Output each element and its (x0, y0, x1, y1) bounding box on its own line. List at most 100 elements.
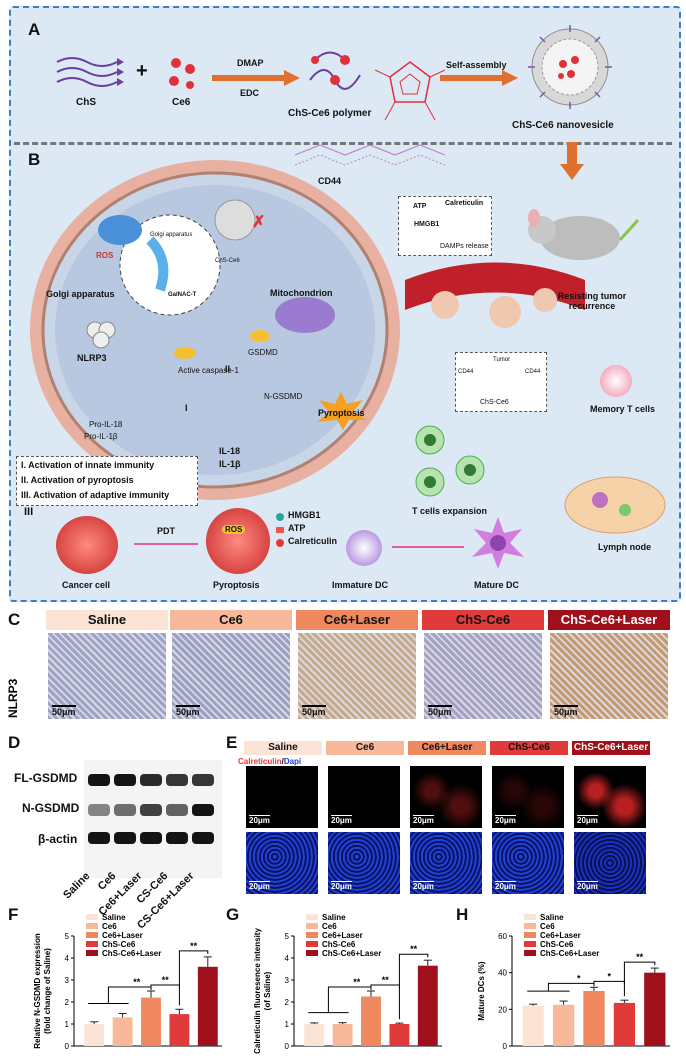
legend-label: ChS-Ce6 (322, 940, 356, 949)
significance-bracket (88, 986, 152, 1004)
roman-ii-label: II (225, 364, 231, 374)
if-calreticulin-image-4: 20μm (574, 766, 646, 828)
ihc-scale-bar-2: 50μm (302, 705, 326, 717)
panel-label-f: F (8, 905, 19, 924)
ros-label: ROS (96, 251, 114, 260)
legend-iii: III. Activation of adaptive immunity (21, 490, 170, 500)
stain-legend: Calreticulin/Dapi (238, 757, 301, 766)
y-tick-label: 1 (285, 1020, 290, 1029)
mature-dc-label: Mature DC (474, 580, 520, 590)
legend-swatch (524, 923, 536, 929)
ihc-scale-bar-0: 50μm (52, 705, 76, 717)
significance-bracket (527, 982, 595, 992)
cd44-left-label: CD44 (458, 369, 474, 375)
legend-ii: II. Activation of pyroptosis (21, 475, 134, 485)
wb-row-n-gsdmd: N-GSDMD (22, 801, 80, 815)
bar-ce6-laser (361, 996, 381, 1046)
legend-label: Saline (102, 913, 126, 922)
chs-ce6-inner-label: ChS-Ce6 (215, 258, 240, 264)
legend-swatch (524, 950, 536, 956)
legend-swatch (306, 914, 318, 920)
wb-band (192, 804, 214, 816)
ros-cell-label: ROS (222, 525, 246, 534)
wb-band (192, 832, 214, 844)
if-dapi-image-2: 20μm (410, 832, 482, 894)
golgi-label: Golgi apparatus (46, 289, 115, 299)
mouse-illustration (528, 209, 640, 260)
wb-row-actin: β-actin (38, 832, 78, 846)
panel-label-h: H (456, 905, 469, 924)
if-scale-bar-top-0: 20μm (249, 815, 270, 825)
bar-ce6-laser (141, 997, 161, 1046)
immature-dc-label: Immature DC (332, 580, 389, 590)
tumor-inset (455, 352, 547, 412)
significance-mark: ** (353, 977, 361, 987)
chs-structure-icon (294, 144, 446, 166)
y-tick-label: 3 (65, 976, 70, 985)
panel-label-b: B (28, 150, 41, 169)
legend-swatch (524, 941, 536, 947)
significance-bracket (150, 984, 180, 988)
wb-band (88, 804, 110, 816)
y-tick-label: 0 (285, 1042, 290, 1051)
wb-band (140, 774, 162, 786)
wb-band (140, 804, 162, 816)
significance-mark: ** (133, 977, 141, 987)
y-tick-label: 2 (285, 998, 290, 1007)
cancer-cell-icon (56, 516, 118, 574)
stain-sep: / (281, 757, 284, 766)
cd44-label: CD44 (318, 176, 342, 186)
wb-band (166, 774, 188, 786)
y-tick-label: 20 (498, 1005, 507, 1014)
polymer-icon (309, 51, 361, 90)
y-tick-label: 40 (498, 969, 507, 978)
cancer-cell-label: Cancer cell (62, 580, 111, 590)
significance-mark: ** (410, 944, 418, 954)
edc-label: EDC (240, 88, 260, 98)
bar-chart-h: 0204060****SalineCe6Ce6+LaserChS-Ce6ChS-… (477, 913, 670, 1051)
y-axis-label-line2: (of Saline) (263, 971, 272, 1010)
mature-dc-icon (472, 517, 524, 569)
pyroptosis-burst-icon (317, 392, 367, 430)
golgi-inner-label: Golgi apparatus (150, 232, 193, 238)
y-axis-label: Mature DCs (%) (477, 961, 486, 1020)
wb-band (166, 804, 188, 816)
legend-label: Ce6 (102, 922, 117, 931)
damps-hmgb1-label: HMGB1 (414, 221, 440, 228)
damps-inset (398, 196, 492, 256)
t-cells-icon (415, 425, 485, 497)
if-dapi-image-0: 20μm (246, 832, 318, 894)
legend-i: I. Activation of innate immunity (21, 460, 155, 470)
legend-label: ChS-Ce6+Laser (102, 949, 161, 958)
if-calreticulin-image-1: 20μm (328, 766, 400, 828)
wb-band (114, 832, 136, 844)
y-tick-label: 3 (285, 976, 290, 985)
ihc-image-1: 50μm (172, 633, 290, 719)
legend-swatch (86, 914, 98, 920)
legend-label: ChS-Ce6 (540, 940, 574, 949)
down-arrow-icon (560, 142, 584, 180)
ihc-image-2: 50μm (298, 633, 416, 719)
galnac-label: GalNAC-T (168, 292, 197, 298)
significance-bracket (593, 980, 625, 985)
bar-chs-ce6-laser (417, 965, 438, 1046)
stain-blue: Dapi (283, 757, 302, 766)
legend-swatch (86, 941, 98, 947)
if-header-2: Ce6+Laser (408, 741, 486, 755)
significance-bracket (398, 953, 429, 1020)
legend-label: ChS-Ce6 (102, 940, 136, 949)
memory-t-label: Memory T cells (590, 404, 656, 414)
wb-band (114, 774, 136, 786)
lymph-node-icon (564, 476, 666, 534)
damps-calreticulin-label: Calreticulin (445, 200, 484, 207)
cd44-right-label: CD44 (525, 369, 541, 375)
if-scale-bar-bottom-0: 20μm (249, 881, 270, 891)
wb-band (88, 774, 110, 786)
legend-swatch (306, 941, 318, 947)
y-tick-label: 5 (65, 932, 70, 941)
polymer-label: ChS-Ce6 polymer (288, 108, 372, 119)
ihc-header-1: Ce6 (170, 610, 292, 630)
significance-bracket (308, 986, 372, 1014)
legend-label: Saline (322, 913, 346, 922)
stain-red: Calreticulin (238, 757, 282, 766)
